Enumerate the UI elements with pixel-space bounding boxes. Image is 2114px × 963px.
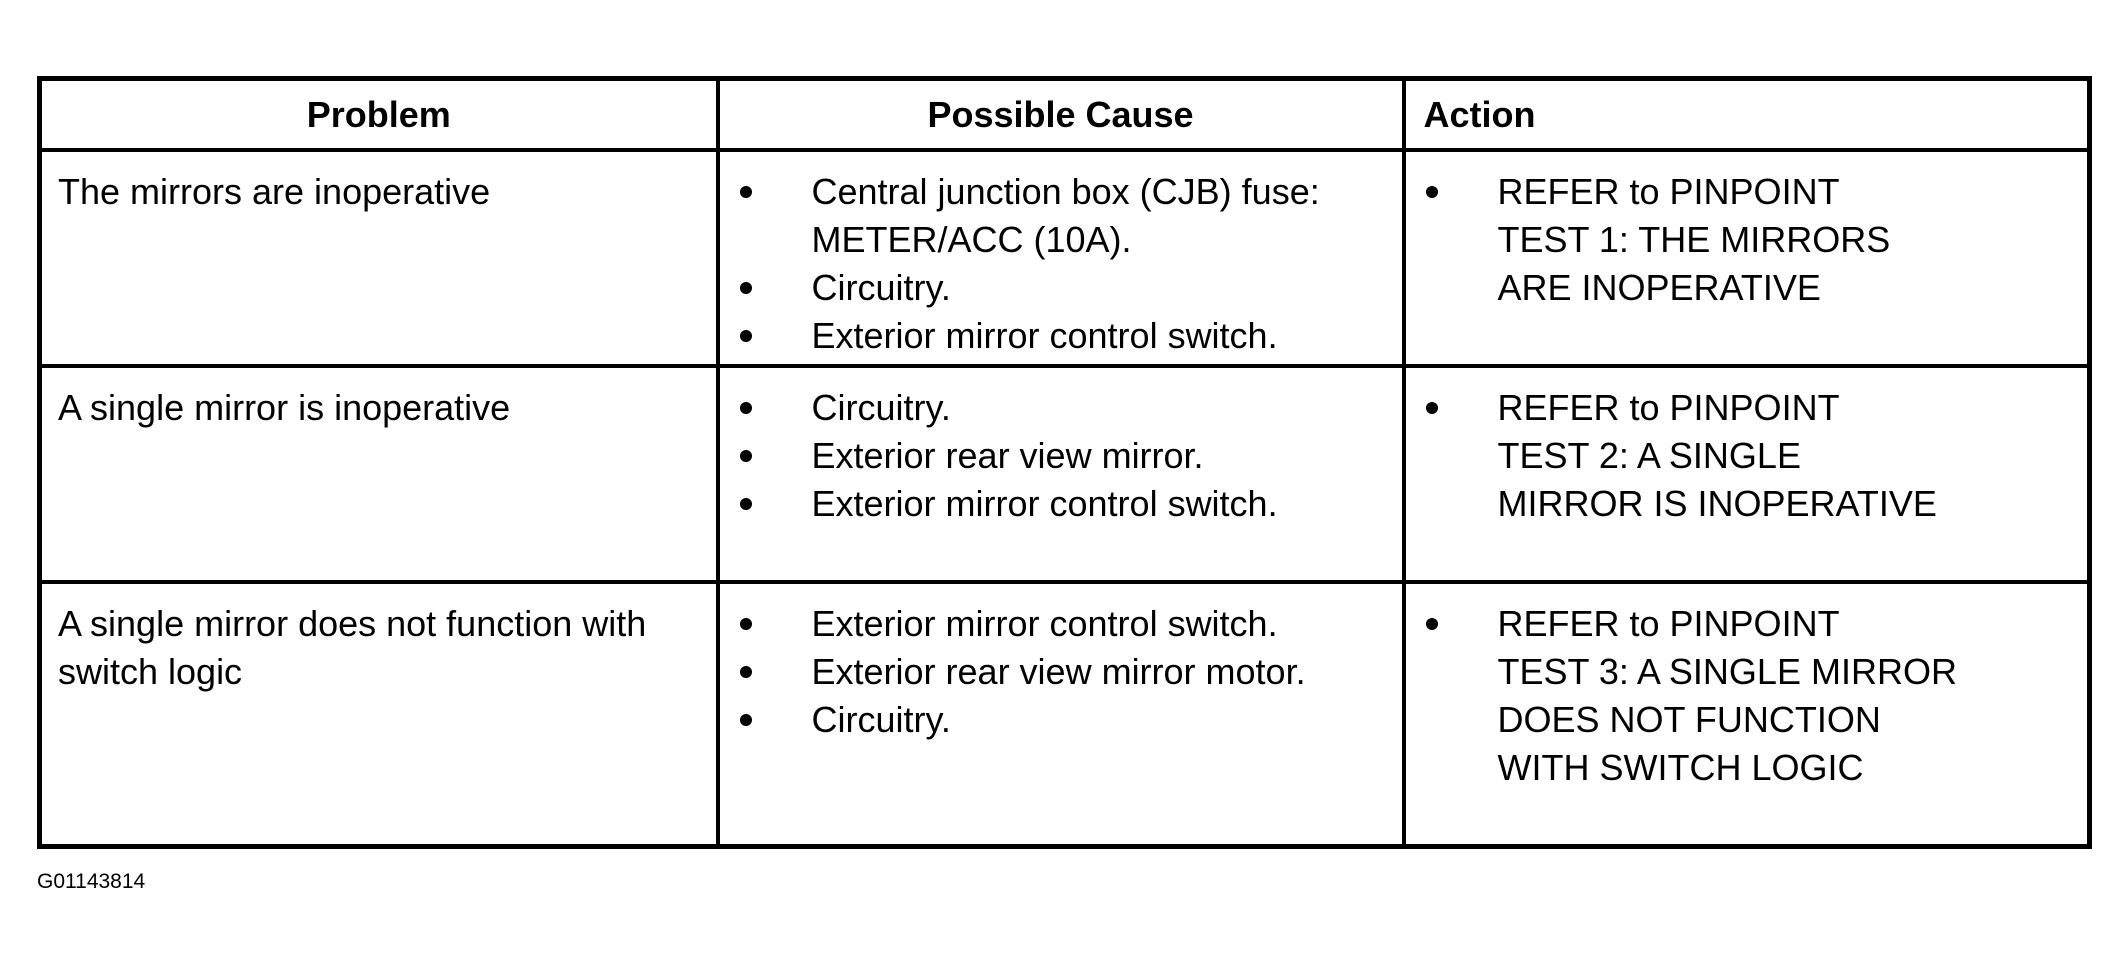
action-item: REFER to PINPOINT TEST 1: THE MIRRORS AR… xyxy=(1406,168,2080,312)
bullet-icon xyxy=(739,282,752,294)
bullet-icon xyxy=(739,402,752,414)
bullet-icon xyxy=(739,498,752,510)
cause-text: Exterior mirror control switch. xyxy=(811,603,1278,644)
action-cell: REFER to PINPOINT TEST 1: THE MIRRORS AR… xyxy=(1401,148,2092,368)
problem-text: A single mirror does not function with s… xyxy=(58,603,647,692)
problem-cell: The mirrors are inoperative xyxy=(37,148,720,368)
header-problem: Problem xyxy=(37,76,720,152)
header-row: Problem Possible Cause Action xyxy=(37,76,2092,152)
action-list: REFER to PINPOINT TEST 3: A SINGLE MIRRO… xyxy=(1406,584,2088,792)
cause-text: Central junction box (CJB) fuse: METER/A… xyxy=(811,171,1320,260)
cause-cell: Circuitry. Exterior rear view mirror. Ex… xyxy=(715,364,1406,584)
table-row: A single mirror does not function with s… xyxy=(37,580,2092,849)
table-row: A single mirror is inoperative Circuitry… xyxy=(37,364,2092,584)
cause-text: Circuitry. xyxy=(811,267,951,308)
action-list: REFER to PINPOINT TEST 1: THE MIRRORS AR… xyxy=(1406,152,2088,312)
problem-cell: A single mirror does not function with s… xyxy=(37,580,720,849)
problem-cell: A single mirror is inoperative xyxy=(37,364,720,584)
figure-id: G01143814 xyxy=(37,870,146,893)
cause-cell: Central junction box (CJB) fuse: METER/A… xyxy=(715,148,1406,368)
cause-item: Exterior rear view mirror. xyxy=(720,432,1394,480)
cause-text: Exterior mirror control switch. xyxy=(811,315,1278,356)
bullet-icon xyxy=(739,618,752,630)
cause-text: Exterior mirror control switch. xyxy=(811,483,1278,524)
action-cell: REFER to PINPOINT TEST 3: A SINGLE MIRRO… xyxy=(1401,580,2092,849)
action-text: REFER to PINPOINT TEST 3: A SINGLE MIRRO… xyxy=(1497,603,1957,788)
bullet-icon xyxy=(739,186,752,198)
header-action: Action xyxy=(1401,76,2092,152)
bullet-icon xyxy=(739,450,752,462)
problem-text: A single mirror is inoperative xyxy=(58,387,511,428)
cause-item: Circuitry. xyxy=(720,384,1394,432)
bullet-icon xyxy=(1425,186,1438,198)
action-text: REFER to PINPOINT TEST 2: A SINGLE MIRRO… xyxy=(1497,387,1937,524)
bullet-icon xyxy=(1425,402,1438,414)
cause-text: Circuitry. xyxy=(811,387,951,428)
cause-list: Exterior mirror control switch. Exterior… xyxy=(720,584,1402,744)
cause-list: Central junction box (CJB) fuse: METER/A… xyxy=(720,152,1402,360)
cause-item: Exterior mirror control switch. xyxy=(720,600,1394,648)
cause-text: Exterior rear view mirror motor. xyxy=(811,651,1306,692)
cause-cell: Exterior mirror control switch. Exterior… xyxy=(715,580,1406,849)
diagnosis-table: Problem Possible Cause Action The mirror… xyxy=(37,76,2092,849)
header-possible-cause: Possible Cause xyxy=(715,76,1406,152)
cause-list: Circuitry. Exterior rear view mirror. Ex… xyxy=(720,368,1402,528)
problem-text: The mirrors are inoperative xyxy=(58,171,491,212)
cause-text: Circuitry. xyxy=(811,699,951,740)
cause-item: Exterior mirror control switch. xyxy=(720,312,1394,360)
cause-item: Central junction box (CJB) fuse: METER/A… xyxy=(720,168,1394,264)
bullet-icon xyxy=(739,714,752,726)
cause-item: Circuitry. xyxy=(720,696,1394,744)
table-row: The mirrors are inoperative Central junc… xyxy=(37,148,2092,368)
bullet-icon xyxy=(739,666,752,678)
action-item: REFER to PINPOINT TEST 2: A SINGLE MIRRO… xyxy=(1406,384,2080,528)
cause-text: Exterior rear view mirror. xyxy=(811,435,1204,476)
action-text: REFER to PINPOINT TEST 1: THE MIRRORS AR… xyxy=(1497,171,1891,308)
bullet-icon xyxy=(1425,618,1438,630)
bullet-icon xyxy=(739,330,752,342)
action-item: REFER to PINPOINT TEST 3: A SINGLE MIRRO… xyxy=(1406,600,2080,792)
action-list: REFER to PINPOINT TEST 2: A SINGLE MIRRO… xyxy=(1406,368,2088,528)
action-cell: REFER to PINPOINT TEST 2: A SINGLE MIRRO… xyxy=(1401,364,2092,584)
cause-item: Circuitry. xyxy=(720,264,1394,312)
cause-item: Exterior rear view mirror motor. xyxy=(720,648,1394,696)
cause-item: Exterior mirror control switch. xyxy=(720,480,1394,528)
